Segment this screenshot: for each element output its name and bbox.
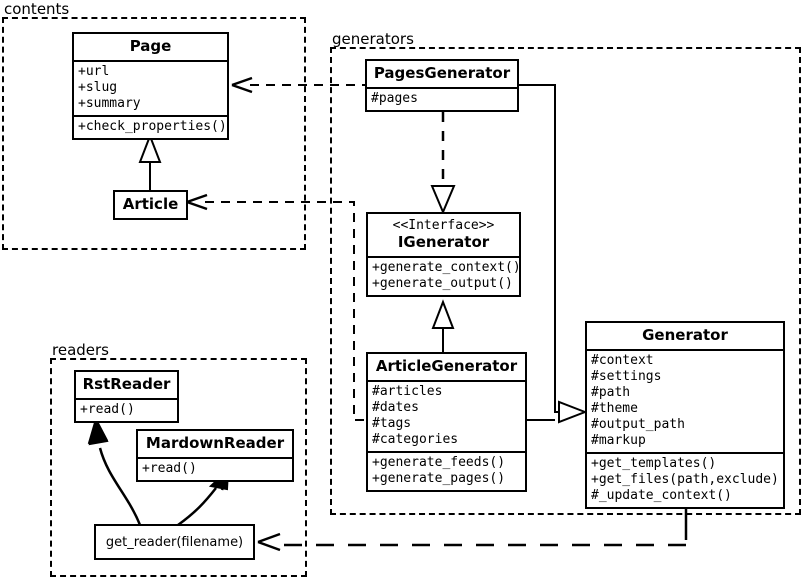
class-box-rst-reader[interactable]: RstReader +read()	[74, 370, 179, 423]
class-box-mardown-reader[interactable]: MardownReader +read()	[136, 429, 294, 482]
class-methods-rst-reader: +read()	[76, 398, 177, 421]
attribute-row: #markup	[591, 433, 646, 448]
class-methods-article-generator: +generate_feeds() +generate_pages()	[368, 451, 525, 490]
class-name-mardown-reader: MardownReader	[145, 434, 285, 452]
class-stereotype-igenerator: <<Interface>>	[392, 218, 495, 233]
method-row: +get_templates()	[591, 456, 717, 471]
class-box-page[interactable]: Page +url +slug +summary +check_properti…	[72, 32, 229, 140]
class-attributes-article-generator: #articles #dates #tags #categories	[368, 380, 525, 451]
package-label-generators: generators	[332, 30, 414, 48]
attribute-row: #output_path	[591, 417, 685, 432]
method-row: +check_properties()	[78, 119, 227, 134]
class-methods-page: +check_properties()	[74, 115, 227, 138]
attribute-row: #settings	[591, 369, 662, 384]
attribute-row: +url	[78, 64, 110, 79]
attribute-row: #categories	[372, 432, 459, 447]
class-methods-igenerator: +generate_context() +generate_output()	[368, 256, 521, 295]
class-box-article-generator[interactable]: ArticleGenerator #articles #dates #tags …	[366, 352, 527, 492]
method-row: +get_files(path,exclude)	[591, 472, 779, 487]
class-name-igenerator: IGenerator	[397, 233, 490, 251]
class-name-article: Article	[122, 195, 179, 213]
class-box-article[interactable]: Article	[113, 190, 188, 220]
attribute-row: +slug	[78, 80, 118, 95]
function-box-get-reader[interactable]: get_reader(filename)	[94, 524, 255, 560]
class-box-pages-generator[interactable]: PagesGenerator #pages	[365, 59, 519, 112]
method-row: #_update_context()	[591, 488, 732, 503]
method-row: +generate_output()	[372, 276, 513, 291]
package-boundary-readers	[50, 358, 307, 577]
class-box-generator[interactable]: Generator #context #settings #path #them…	[585, 321, 785, 509]
function-label-get-reader: get_reader(filename)	[105, 534, 244, 550]
class-name-rst-reader: RstReader	[82, 375, 171, 393]
method-row: +generate_pages()	[372, 471, 506, 486]
attribute-row: #path	[591, 385, 631, 400]
method-row: +read()	[80, 402, 135, 417]
method-row: +generate_context()	[372, 260, 521, 275]
attribute-row: #tags	[372, 416, 412, 431]
attribute-row: #theme	[591, 401, 638, 416]
attribute-row: +summary	[78, 96, 141, 111]
attribute-row: #pages	[371, 91, 418, 106]
attribute-row: #articles	[372, 384, 443, 399]
method-row: +read()	[142, 461, 197, 476]
class-attributes-generator: #context #settings #path #theme #output_…	[587, 349, 783, 452]
class-name-article-generator: ArticleGenerator	[375, 357, 518, 375]
class-box-igenerator[interactable]: <<Interface>> IGenerator +generate_conte…	[366, 212, 521, 297]
attribute-row: #context	[591, 353, 654, 368]
class-name-pages-generator: PagesGenerator	[373, 64, 511, 82]
package-label-readers: readers	[52, 341, 109, 359]
class-attributes-page: +url +slug +summary	[74, 60, 227, 115]
package-label-contents: contents	[4, 0, 70, 18]
attribute-row: #dates	[372, 400, 419, 415]
class-name-generator: Generator	[642, 326, 728, 344]
method-row: +generate_feeds()	[372, 455, 506, 470]
class-methods-mardown-reader: +read()	[138, 457, 292, 480]
class-name-page: Page	[129, 37, 172, 55]
class-attributes-pages-generator: #pages	[367, 87, 517, 110]
package-boundary-contents	[2, 17, 306, 250]
class-methods-generator: +get_templates() +get_files(path,exclude…	[587, 452, 783, 507]
